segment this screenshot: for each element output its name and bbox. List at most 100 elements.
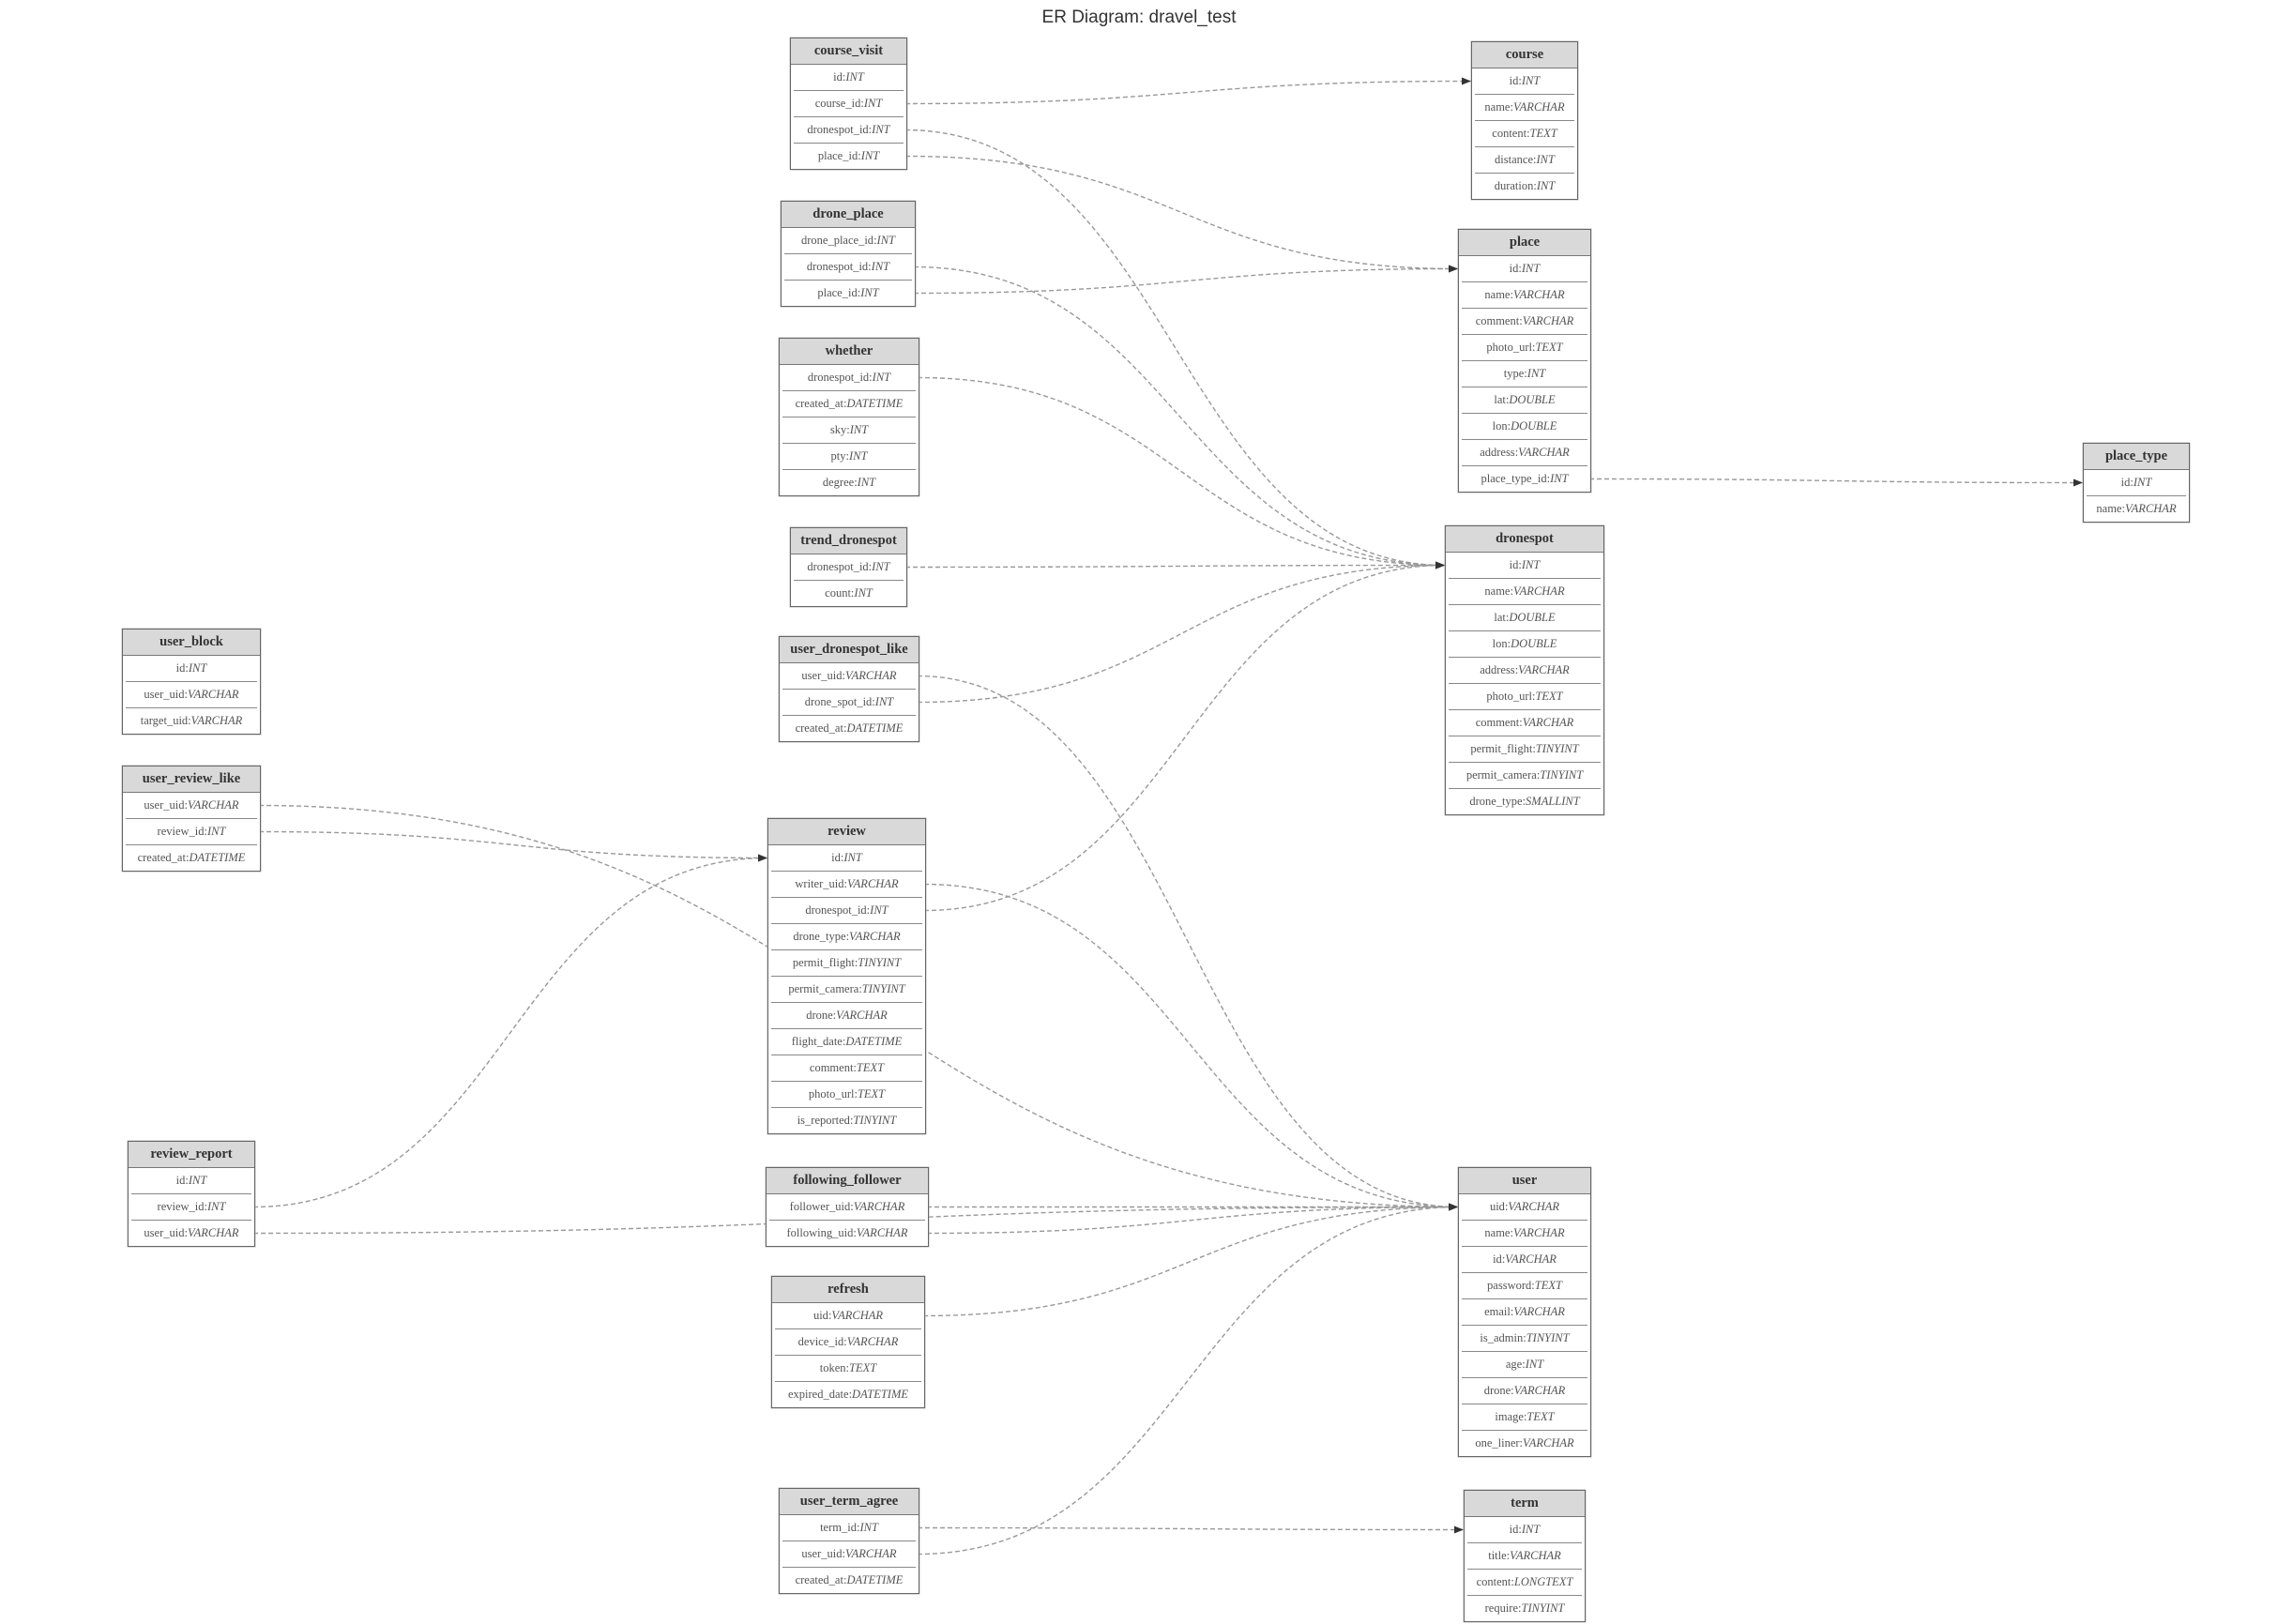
column-type: VARCHAR — [1510, 1549, 1561, 1562]
column-row: lat:DOUBLE — [1462, 387, 1587, 413]
relation-line — [258, 804, 1459, 1208]
column-name: id — [833, 70, 843, 83]
column-separator: : — [1504, 1200, 1509, 1213]
column-row: name:VARCHAR — [1475, 94, 1574, 120]
table-name: review_report — [129, 1142, 254, 1168]
column-row: term_id:INT — [782, 1515, 916, 1541]
column-name: dronespot_id — [807, 560, 869, 573]
column-row: pty:INT — [782, 443, 916, 469]
column-type: VARCHAR — [1505, 1252, 1557, 1266]
column-separator: : — [858, 149, 861, 162]
column-type: INT — [860, 149, 880, 162]
column-name: follower_uid — [789, 1200, 851, 1213]
column-name: name — [1484, 288, 1511, 301]
column-type: INT — [872, 560, 890, 573]
column-type: INT — [843, 851, 862, 864]
column-row: id:VARCHAR — [1462, 1246, 1587, 1272]
column-row: permit_camera:TINYINT — [1449, 762, 1601, 788]
column-separator: : — [1536, 768, 1541, 782]
column-name: drone — [806, 1009, 833, 1022]
column-separator: : — [1533, 179, 1537, 192]
column-row: one_liner:VARCHAR — [1462, 1430, 1587, 1456]
column-row: user_uid:VARCHAR — [782, 663, 916, 689]
relation-line — [917, 564, 1446, 704]
column-type: VARCHAR — [1518, 663, 1570, 676]
column-separator: : — [843, 1573, 847, 1586]
column-row: drone:VARCHAR — [771, 1002, 922, 1028]
column-type: DATETIME — [845, 1035, 903, 1048]
column-row: created_at:DATETIME — [782, 715, 916, 741]
column-row: permit_camera:TINYINT — [771, 976, 922, 1002]
column-separator: : — [1518, 1523, 1522, 1536]
column-separator: : — [832, 1009, 837, 1022]
column-name: flight_date — [791, 1035, 843, 1048]
column-type: TEXT — [849, 1361, 877, 1374]
column-name: lat — [1494, 393, 1506, 406]
arrowhead — [2073, 478, 2083, 487]
column-separator: : — [845, 930, 850, 943]
column-row: address:VARCHAR — [1449, 657, 1601, 683]
column-row: expired_date:DATETIME — [775, 1381, 921, 1407]
column-separator: : — [868, 260, 872, 273]
column-separator: : — [860, 97, 864, 110]
relation-line — [917, 1526, 1465, 1531]
column-separator: : — [1522, 1358, 1526, 1371]
arrowhead — [758, 854, 767, 862]
column-row: dronespot_id:INT — [794, 116, 904, 143]
column-separator: : — [1505, 611, 1510, 624]
column-name: dronespot_id — [806, 260, 869, 273]
column-row: permit_flight:TINYINT — [771, 949, 922, 976]
column-name: id — [175, 1174, 186, 1187]
column-name: token — [819, 1361, 846, 1374]
column-name: id — [1509, 262, 1519, 275]
column-name: writer_uid — [795, 877, 844, 890]
column-separator: : — [866, 903, 871, 917]
column-row: review_id:INT — [126, 818, 257, 844]
table-name: place_type — [2084, 444, 2189, 470]
column-name: user_uid — [144, 798, 185, 812]
column-name: sky — [829, 423, 847, 436]
column-type: INT — [849, 423, 869, 436]
column-type: INT — [857, 476, 876, 489]
column-name: comment — [1475, 314, 1520, 327]
relation-line — [922, 1206, 1459, 1317]
column-row: drone_type:SMALLINT — [1449, 788, 1601, 814]
column-separator: : — [872, 695, 875, 708]
column-separator: : — [1518, 1601, 1522, 1615]
relation-line — [904, 80, 1472, 105]
column-separator: : — [1518, 558, 1522, 571]
column-type: VARCHAR — [1522, 314, 1574, 327]
table-name: user_term_agree — [780, 1489, 919, 1515]
column-separator: : — [845, 449, 849, 463]
column-name: created_at — [795, 1573, 843, 1586]
arrowhead — [1462, 77, 1471, 85]
arrowhead — [1454, 1525, 1464, 1534]
column-type: VARCHAR — [1518, 446, 1570, 459]
column-name: pty — [830, 449, 846, 463]
column-separator: : — [842, 1547, 845, 1560]
column-name: lon — [1492, 637, 1508, 650]
column-name: name — [1484, 584, 1511, 598]
column-row: is_admin:TINYINT — [1462, 1325, 1587, 1351]
table-name: trend_dronespot — [791, 528, 906, 554]
relation-line — [917, 675, 1459, 1208]
column-row: comment:VARCHAR — [1449, 709, 1601, 736]
column-separator: : — [1531, 1279, 1535, 1292]
column-row: lon:DOUBLE — [1462, 413, 1587, 439]
relation-line — [917, 376, 1446, 567]
column-separator: : — [184, 688, 188, 701]
diagram-title: ER Diagram: dravel_test — [1041, 8, 1237, 27]
arrowhead — [1449, 1203, 1458, 1211]
column-separator: : — [843, 877, 847, 890]
